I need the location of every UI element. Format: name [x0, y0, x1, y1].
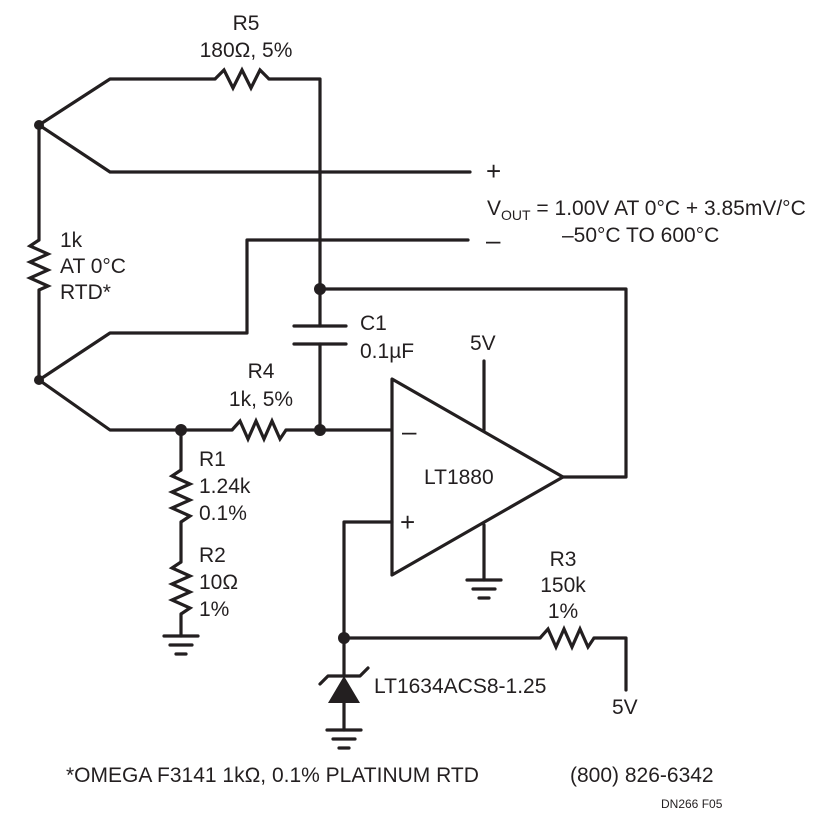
- figure-id-text: DN266 F05: [661, 797, 723, 811]
- phone-number-text: (800) 826-6342: [570, 764, 714, 787]
- ground-symbol: [325, 728, 363, 750]
- r3-supply-label: 5V: [612, 696, 638, 719]
- opamp-noninverting-input-label: +: [400, 507, 415, 537]
- footnote-text: *OMEGA F3141 1kΩ, 0.1% PLATINUM RTD: [66, 764, 479, 787]
- opamp-name-label: LT1880: [424, 466, 494, 489]
- junction-dots: [34, 120, 350, 644]
- r3-ref-label: R3: [550, 548, 577, 571]
- r5-resistor: [213, 66, 271, 92]
- r4-resistor: [230, 417, 288, 443]
- r1-ref-label: R1: [199, 448, 226, 471]
- r1-tolerance-label: 0.1%: [199, 502, 247, 525]
- r5-value-label: 180Ω, 5%: [200, 39, 293, 62]
- vout-formula-label: VOUT = 1.00V AT 0°C + 3.85mV/°C: [487, 197, 806, 223]
- rtd-line1-label: 1k: [60, 229, 83, 252]
- lt1880-opamp: [390, 377, 565, 577]
- r3-tolerance-label: 1%: [548, 600, 578, 623]
- r3-resistor: [538, 625, 596, 651]
- c1-capacitor: [292, 324, 348, 346]
- output-plus-label: +: [486, 156, 501, 186]
- reference-part-label: LT1634ACS8-1.25: [374, 675, 546, 698]
- r2-value-label: 10Ω: [199, 571, 238, 594]
- rtd-line2-label: AT 0°C: [60, 255, 126, 278]
- r2-resistor: [168, 560, 194, 616]
- vout-range-label: –50°C TO 600°C: [562, 224, 719, 247]
- rtd-resistor: [26, 238, 52, 292]
- r3-value-label: 150k: [540, 574, 586, 597]
- r4-value-label: 1k, 5%: [229, 388, 293, 411]
- r2-tolerance-label: 1%: [199, 598, 229, 621]
- ground-symbol: [162, 634, 200, 656]
- zener-reference-symbol: [318, 636, 370, 732]
- r5-ref-label: R5: [233, 12, 260, 35]
- ground-symbol: [465, 578, 503, 600]
- opamp-supply-label: 5V: [470, 332, 496, 355]
- rtd-line3-label: RTD*: [60, 281, 111, 304]
- c1-ref-label: C1: [360, 312, 387, 335]
- r2-ref-label: R2: [199, 544, 226, 567]
- c1-value-label: 0.1µF: [360, 340, 414, 363]
- opamp-inverting-input-label: –: [402, 416, 417, 446]
- r1-resistor: [168, 468, 194, 524]
- r4-ref-label: R4: [248, 360, 275, 383]
- output-minus-label: –: [486, 225, 501, 255]
- r1-value-label: 1.24k: [199, 475, 251, 498]
